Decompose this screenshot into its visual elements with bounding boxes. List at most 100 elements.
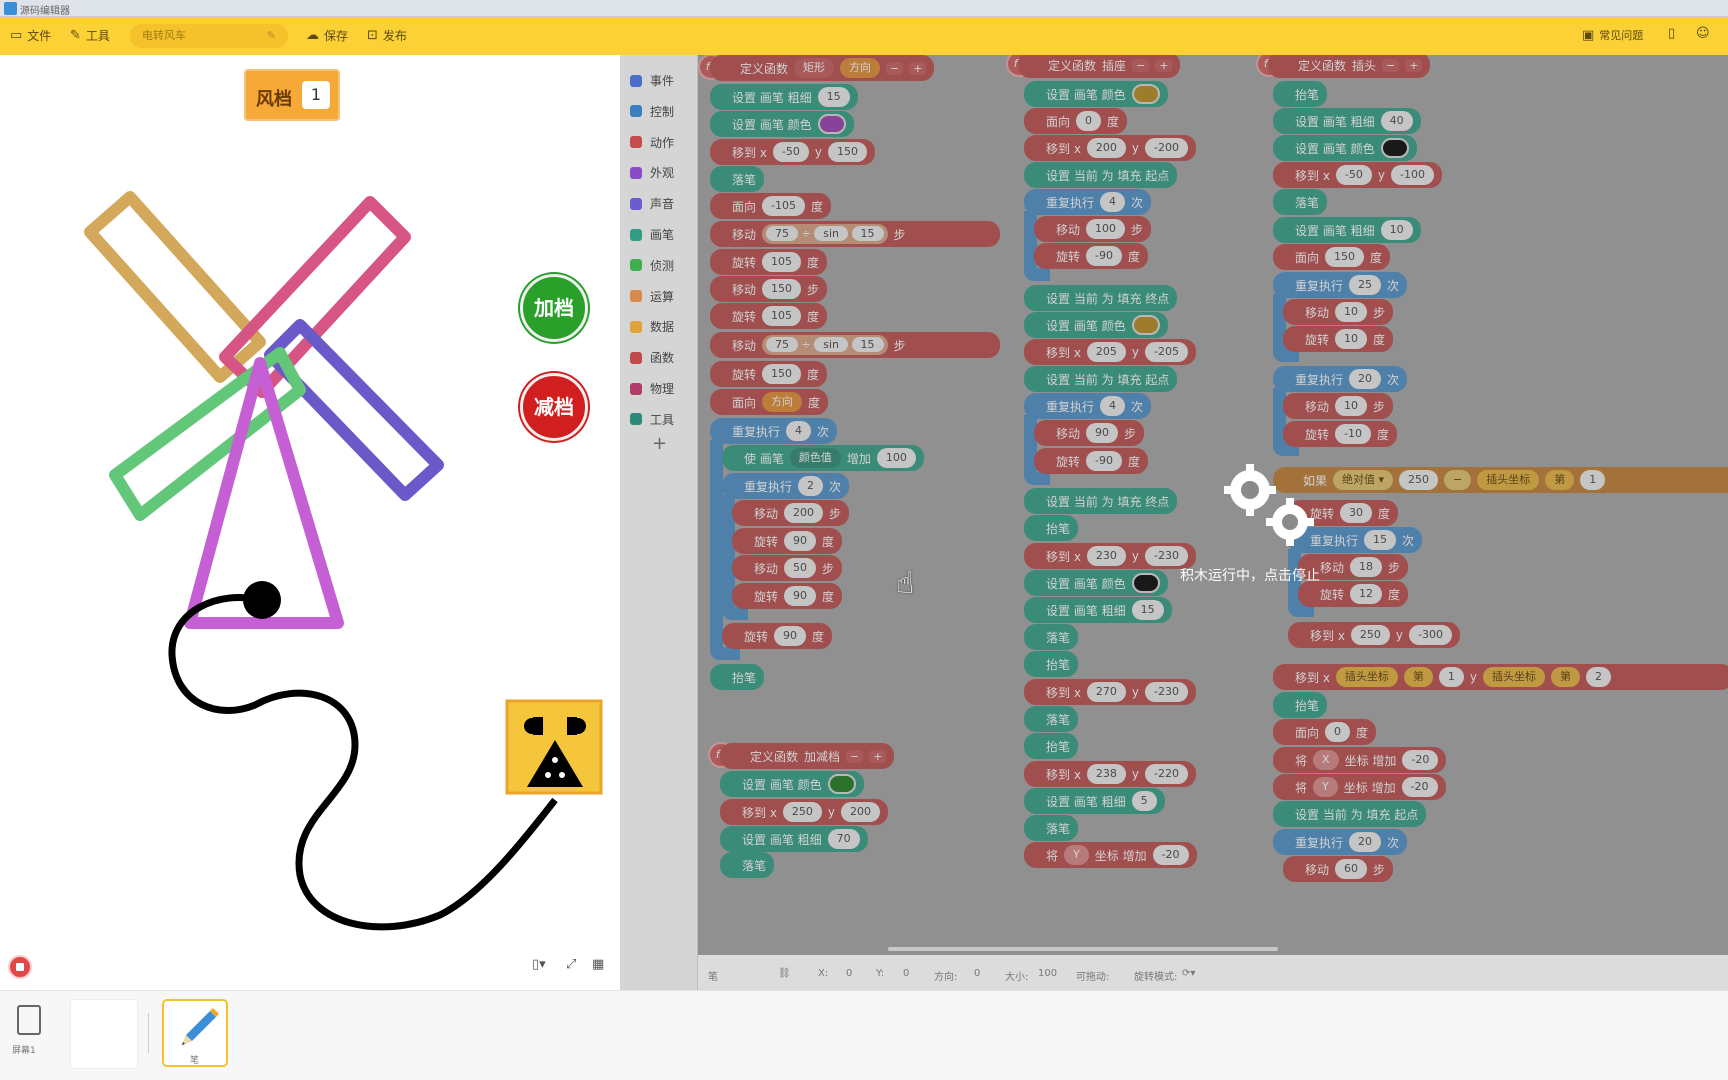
palette-category[interactable]: 动作 bbox=[630, 134, 674, 151]
block-pen-down[interactable]: 落笔 bbox=[1024, 624, 1079, 650]
block-pen-up[interactable]: 抬笔 bbox=[710, 664, 765, 690]
block-pen-up[interactable]: 抬笔 bbox=[1024, 651, 1079, 677]
fullscreen-icon[interactable]: ⤢ bbox=[566, 957, 577, 972]
palette-category[interactable]: 运算 bbox=[630, 288, 674, 305]
palette-category[interactable]: 侦测 bbox=[630, 257, 674, 274]
block-fill-end[interactable]: 设置 当前 为 填充 终点 bbox=[1024, 488, 1178, 514]
block-set-pen-color[interactable]: 设置 画笔 颜色 bbox=[1024, 570, 1168, 596]
device-toggle-icon[interactable]: ▯▾ bbox=[532, 957, 546, 972]
mascot-button[interactable]: ☺ bbox=[1696, 27, 1710, 40]
link-icon[interactable]: ⛓ bbox=[778, 968, 791, 979]
gear-down-button[interactable]: 减档 bbox=[520, 373, 588, 441]
screen-thumbnail[interactable] bbox=[70, 999, 138, 1069]
grid-icon[interactable]: ▦ bbox=[592, 957, 605, 972]
block-face-param[interactable]: 面向方向度 bbox=[710, 389, 829, 415]
block-fill-start[interactable]: 设置 当前 为 填充 起点 bbox=[1024, 366, 1178, 392]
block-pen-down[interactable]: 落笔 bbox=[720, 852, 775, 878]
rotation-mode-icon[interactable]: ⟳▾ bbox=[1182, 968, 1196, 979]
add-extension-button[interactable]: + bbox=[652, 433, 668, 454]
y-value[interactable]: 0 bbox=[903, 968, 910, 979]
block-pen-up[interactable]: 抬笔 bbox=[1024, 733, 1079, 759]
define-function-socket[interactable]: 定义函数插座−+ bbox=[1018, 55, 1181, 78]
block-pen-down[interactable]: 落笔 bbox=[1273, 189, 1328, 215]
running-indicator[interactable]: 积木运行中，点击停止 bbox=[1180, 460, 1380, 590]
palette-category[interactable]: 画笔 bbox=[630, 226, 674, 243]
block-pen-up[interactable]: 抬笔 bbox=[1273, 692, 1328, 718]
palette-category[interactable]: 声音 bbox=[630, 195, 674, 212]
gear-up-button[interactable]: 加档 bbox=[520, 274, 588, 342]
palette-category[interactable]: 工具 bbox=[630, 411, 674, 428]
save-button[interactable]: ☁保存 bbox=[306, 28, 349, 43]
block-fill-start[interactable]: 设置 当前 为 填充 起点 bbox=[1024, 162, 1178, 188]
block-set-pen-color[interactable]: 设置 画笔 颜色 bbox=[1273, 135, 1417, 161]
define-function-plug[interactable]: 定义函数插头−+ bbox=[1268, 55, 1431, 78]
define-function-gear[interactable]: 定义函数加减档−+ bbox=[720, 743, 895, 769]
palette-category[interactable]: 事件 bbox=[630, 72, 674, 89]
block-set-pen-color[interactable]: 设置 画笔 颜色 bbox=[710, 111, 854, 137]
size-value[interactable]: 100 bbox=[1038, 968, 1058, 979]
define-function-rect[interactable]: 定义函数矩形方向−+ bbox=[710, 55, 935, 81]
block-pen-up[interactable]: 抬笔 bbox=[1024, 515, 1079, 541]
stop-button[interactable] bbox=[8, 955, 32, 979]
block-set-pen-color[interactable]: 设置 画笔 颜色 bbox=[1024, 312, 1168, 338]
file-menu[interactable]: ▭文件 bbox=[10, 28, 52, 43]
palette-category[interactable]: 外观 bbox=[630, 164, 674, 181]
tools-menu[interactable]: ✎工具 bbox=[70, 28, 110, 43]
palette-category[interactable]: 物理 bbox=[630, 380, 674, 397]
palette-category[interactable]: 函数 bbox=[630, 349, 674, 366]
workspace-hscrollbar[interactable] bbox=[888, 947, 1278, 951]
project-name-field[interactable]: 电转风车✎ bbox=[130, 24, 288, 48]
block-fill-start[interactable]: 设置 当前 为 填充 起点 bbox=[1273, 801, 1427, 827]
palette-category[interactable]: 控制 bbox=[630, 103, 674, 120]
sprite-card-pen[interactable]: 笔 bbox=[162, 999, 228, 1067]
block-fill-end[interactable]: 设置 当前 为 填充 终点 bbox=[1024, 285, 1178, 311]
publish-button[interactable]: ⊡发布 bbox=[367, 28, 407, 43]
